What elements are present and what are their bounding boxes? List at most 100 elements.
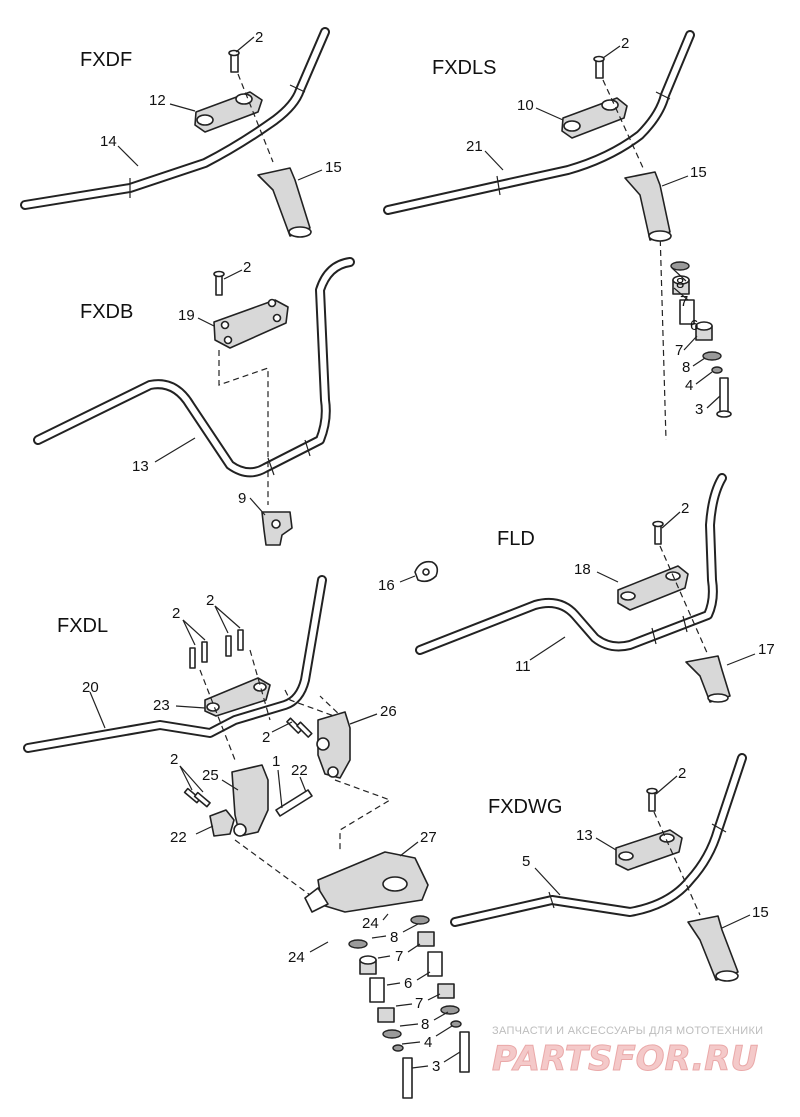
callout-19: 19	[178, 307, 195, 324]
callout-2: 2	[172, 605, 180, 622]
callout-3: 3	[432, 1058, 440, 1075]
callout-24: 24	[288, 949, 305, 966]
handlebar-11[interactable]	[415, 473, 727, 655]
dash-line	[653, 811, 701, 916]
lower-clamp-22[interactable]	[209, 809, 235, 837]
handlebar-13[interactable]	[33, 257, 355, 478]
callout-13: 13	[132, 458, 149, 475]
dash-line	[234, 779, 392, 896]
bolts-2[interactable]	[183, 787, 211, 808]
callout-5: 5	[522, 853, 530, 870]
callout-25: 25	[202, 767, 219, 784]
riser-17[interactable]	[685, 655, 731, 703]
dash-line	[237, 73, 274, 163]
callout-27: 27	[420, 829, 437, 846]
callout-3: 3	[695, 401, 703, 418]
bolts-2[interactable]	[286, 717, 313, 738]
upper-clamp-18[interactable]	[617, 565, 689, 611]
bolts-2[interactable]	[189, 629, 244, 669]
model-label-fxdwg: FXDWG	[488, 796, 562, 818]
lower-bushing-stack[interactable]	[348, 915, 470, 1099]
watermark: ЗАПЧАСТИ И АКСЕССУАРЫ ДЛЯ МОТОТЕХНИКИ PA…	[492, 1025, 764, 1080]
group-fxdf: FXDF 2 12 14 15	[20, 27, 342, 238]
callout-7: 7	[415, 995, 423, 1012]
callout-22: 22	[170, 829, 187, 846]
callout-2: 2	[262, 729, 270, 746]
bolt-2[interactable]	[228, 49, 240, 73]
callout-7: 7	[675, 342, 683, 359]
dash-line	[218, 350, 269, 505]
handlebar-5[interactable]	[450, 753, 747, 927]
upper-clamp-23[interactable]	[204, 677, 271, 717]
riser-15[interactable]	[257, 167, 312, 238]
model-label-fxdl: FXDL	[57, 615, 108, 637]
callout-9: 9	[238, 490, 246, 507]
bolt-1[interactable]	[275, 789, 313, 817]
callout-13: 13	[576, 827, 593, 844]
callout-8: 8	[390, 929, 398, 946]
model-label-fxdls: FXDLS	[432, 57, 496, 79]
callout-8: 8	[421, 1016, 429, 1033]
callout-6: 6	[404, 975, 412, 992]
upper-clamp-10[interactable]	[561, 97, 628, 139]
callout-6: 6	[690, 317, 698, 334]
dash-line	[659, 545, 709, 656]
callout-11: 11	[515, 658, 531, 675]
group-fxdwg: FXDWG 2 13 5 15	[450, 753, 769, 982]
callout-2: 2	[170, 751, 178, 768]
group-fxdb: FXDB 2 19 13 9	[33, 257, 355, 546]
callout-8: 8	[682, 359, 690, 376]
bolt-2[interactable]	[646, 787, 658, 812]
group-fld: FLD 2 18 16 11	[378, 473, 775, 703]
top-cover-27[interactable]	[304, 851, 429, 913]
group-fxdl: FXDL	[23, 575, 470, 1099]
riser-25[interactable]	[231, 764, 269, 837]
callout-10: 10	[517, 97, 534, 114]
callout-18: 18	[574, 561, 591, 578]
handlebar-14[interactable]	[20, 27, 330, 210]
callout-1: 1	[272, 753, 280, 770]
riser-15[interactable]	[687, 915, 739, 982]
callout-2: 2	[678, 765, 686, 782]
model-label-fxdf: FXDF	[80, 49, 132, 71]
dash-line	[602, 79, 667, 441]
callout-15: 15	[690, 164, 707, 181]
callout-26: 26	[380, 703, 397, 720]
bolt-2[interactable]	[213, 270, 225, 296]
callout-2: 2	[243, 259, 251, 276]
watermark-tagline: ЗАПЧАСТИ И АКСЕССУАРЫ ДЛЯ МОТОТЕХНИКИ	[492, 1025, 763, 1037]
riser-15[interactable]	[624, 171, 672, 242]
callout-17: 17	[758, 641, 775, 658]
bolt-2[interactable]	[593, 55, 605, 79]
callout-2: 2	[621, 35, 629, 52]
callout-16: 16	[378, 577, 395, 594]
callout-2: 2	[681, 500, 689, 517]
callout-4: 4	[685, 377, 693, 394]
callout-23: 23	[153, 697, 170, 714]
callout-20: 20	[82, 679, 99, 696]
callout-7: 7	[395, 948, 403, 965]
clip-16[interactable]	[414, 560, 439, 583]
callout-15: 15	[325, 159, 342, 176]
riser-26[interactable]	[316, 711, 351, 779]
dash-line	[199, 649, 346, 761]
handlebar-21[interactable]	[383, 30, 695, 215]
callout-24: 24	[362, 915, 379, 932]
lower-clamp-9[interactable]	[261, 511, 293, 546]
callout-2: 2	[255, 29, 263, 46]
callout-15: 15	[752, 904, 769, 921]
upper-clamp-13[interactable]	[615, 829, 683, 871]
callout-2: 2	[206, 592, 214, 609]
group-fxdls: FXDLS	[383, 30, 732, 441]
upper-clamp-12[interactable]	[194, 91, 263, 133]
watermark-logo: PARTSFOR.RU	[492, 1039, 758, 1079]
model-label-fld: FLD	[497, 528, 535, 550]
upper-clamp-19[interactable]	[213, 298, 289, 349]
bolt-2[interactable]	[652, 520, 664, 545]
callout-8: 8	[676, 275, 684, 292]
callout-14: 14	[100, 133, 117, 150]
callout-22: 22	[291, 762, 308, 779]
model-label-fxdb: FXDB	[80, 301, 133, 323]
riser-bushing-stack[interactable]	[670, 261, 732, 418]
